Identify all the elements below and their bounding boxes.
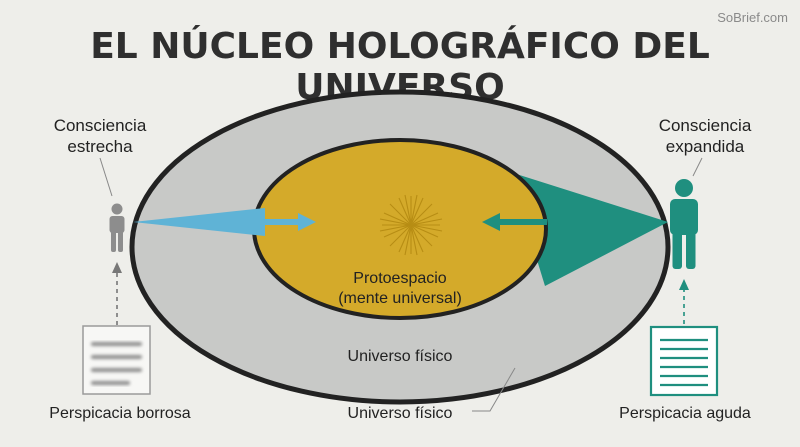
expanded-consciousness-line2: expandida xyxy=(665,137,745,156)
sharp-insight-label: Perspicacia aguda xyxy=(619,405,751,422)
blurry-document-icon xyxy=(82,325,151,395)
outer-universe-inside-label: Universo físico xyxy=(347,348,453,365)
narrow-arrow xyxy=(262,213,316,231)
outer-universe-leader xyxy=(472,367,516,412)
narrow-consciousness-label: Consciencia estrecha xyxy=(30,115,170,157)
left-label-leader xyxy=(99,157,113,197)
expanded-consciousness-label: Consciencia expandida xyxy=(630,115,780,157)
blurry-insight-label: Perspicacia borrosa xyxy=(49,405,191,422)
outer-universe-callout-label: Universo físico xyxy=(347,405,453,422)
right-dashed-arrow xyxy=(679,279,689,324)
sharp-document-icon xyxy=(649,325,719,397)
core-label-line1: Protoespacio xyxy=(353,270,447,287)
wide-perception-beam xyxy=(510,172,668,286)
core-label: Protoespacio (mente universal) xyxy=(300,269,500,309)
right-label-leader xyxy=(692,157,703,177)
core-label-line2: (mente universal) xyxy=(338,290,462,307)
narrow-consciousness-person-icon xyxy=(109,203,125,252)
wide-arrow xyxy=(482,213,547,231)
starburst-rays xyxy=(379,194,443,256)
left-dashed-arrow xyxy=(112,262,122,325)
narrow-perception-beam xyxy=(133,208,265,236)
expanded-consciousness-line1: Consciencia xyxy=(658,116,752,135)
narrow-consciousness-line2: estrecha xyxy=(67,137,133,156)
narrow-consciousness-line1: Consciencia xyxy=(53,116,147,135)
expanded-consciousness-person-icon xyxy=(670,179,698,269)
watermark: SoBrief.com xyxy=(717,10,788,25)
